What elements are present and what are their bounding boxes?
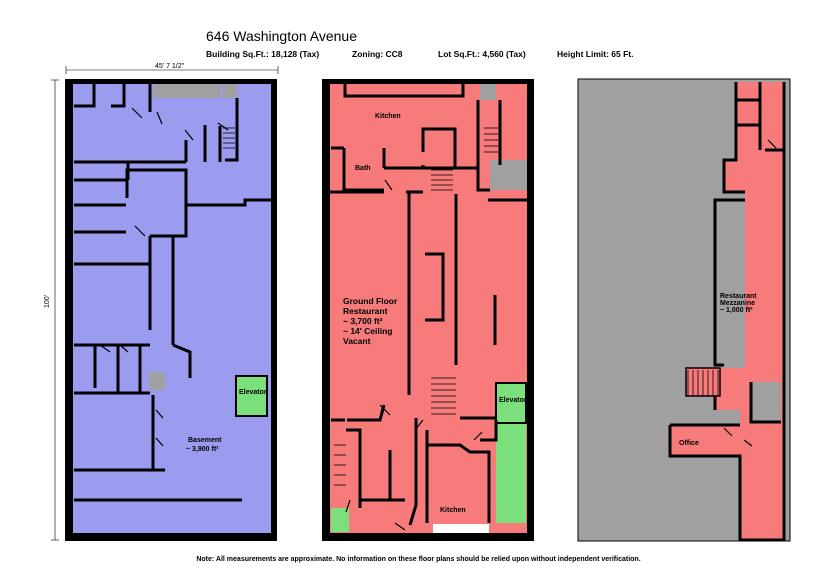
disclaimer-note: Note: All measurements are approximate. …: [196, 556, 641, 563]
basement-elevator: [236, 376, 267, 416]
ground-label-2: Restaurant: [343, 306, 388, 316]
width-dimension: 45' 7 1/2": [155, 63, 185, 70]
mezzanine-label-1: Restaurant: [720, 293, 757, 300]
ground-floor-plan: Kitchen Bath Ground Floor Restaurant ~ 3…: [322, 79, 534, 541]
page-title: 646 Washington Avenue: [206, 28, 358, 44]
height-limit: Height Limit: 65 Ft.: [557, 49, 634, 59]
mezzanine-label-3: ~ 1,000 ft²: [720, 307, 753, 314]
ground-label-5: Vacant: [343, 336, 371, 346]
lot-sqft: Lot Sq.Ft.: 4,560 (Tax): [438, 49, 526, 59]
basement-area: ~ 3,900 ft²: [186, 446, 219, 453]
mezzanine-label-2: Mezzanine: [720, 300, 755, 307]
dimension-lines: [51, 66, 279, 541]
ground-kitchen-top: Kitchen: [375, 113, 401, 120]
ground-elevator: [496, 383, 526, 523]
basement-elevator-label: Elevator: [239, 389, 267, 396]
zoning: Zoning: CC8: [352, 49, 403, 59]
mezzanine-office: Office: [679, 440, 699, 447]
ground-label-1: Ground Floor: [343, 296, 398, 306]
ground-bath: Bath: [355, 165, 371, 172]
ground-kitchen-bottom: Kitchen: [440, 507, 466, 514]
building-sqft: Building Sq.Ft.: 18,128 (Tax): [206, 49, 320, 59]
ground-label-4: ~ 14' Ceiling: [343, 326, 393, 336]
basement-plan: Elevator Basement ~ 3,900 ft²: [65, 79, 277, 541]
mezzanine-plan: Restaurant Mezzanine ~ 1,000 ft² Office: [577, 78, 791, 542]
basement-label: Basement: [188, 437, 222, 444]
ground-label-3: ~ 3,700 ft²: [343, 316, 383, 326]
ground-elevator-label: Elevator: [499, 397, 527, 404]
